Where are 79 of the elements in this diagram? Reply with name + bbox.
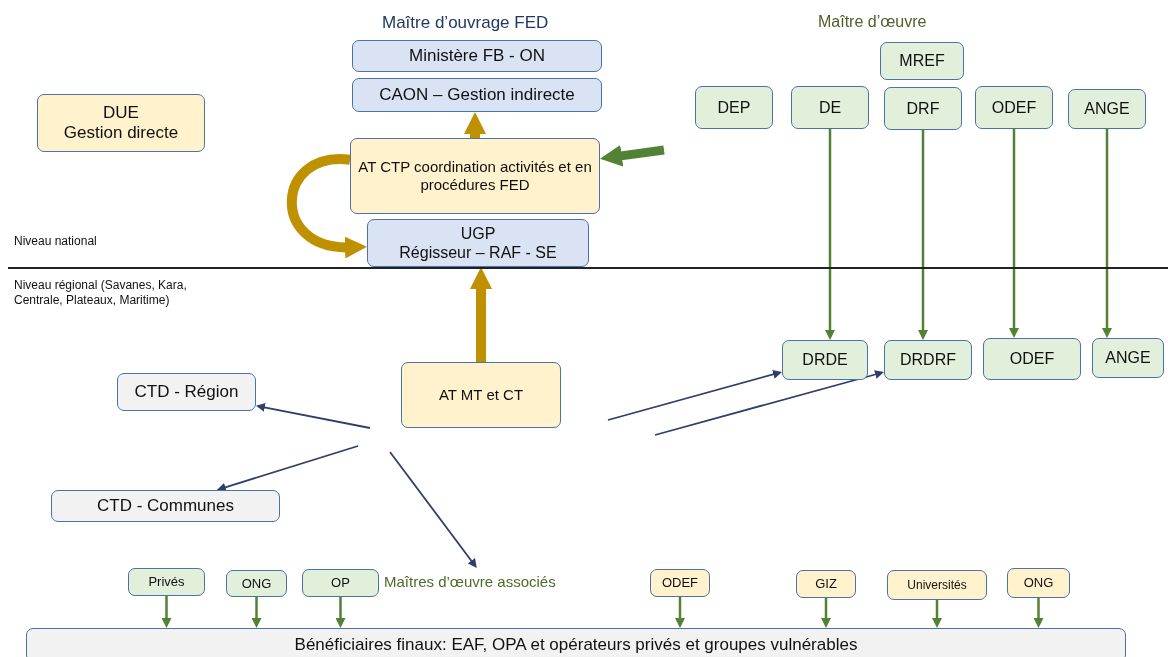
arrow — [1009, 129, 1019, 338]
column-heading: Maître d’ouvrage FED — [382, 12, 549, 34]
box-label: Privés — [148, 574, 185, 590]
box-label: UGP — [460, 223, 496, 243]
org-box — [1007, 568, 1070, 598]
column-heading: Maître d’œuvre — [818, 12, 927, 32]
box-label: MREF — [899, 51, 945, 71]
box-label: DUE — [103, 102, 139, 123]
box-label: ANGE — [1105, 348, 1151, 368]
arrow — [932, 600, 942, 628]
org-box — [887, 570, 987, 600]
block-arrow — [464, 112, 486, 138]
box-label: Régisseur – RAF - SE — [399, 243, 557, 263]
org-box — [796, 570, 856, 598]
box-label: CAON – Gestion indirecte — [379, 84, 575, 106]
org-box — [128, 568, 205, 596]
org-box — [26, 628, 1126, 657]
org-box — [983, 338, 1081, 380]
org-box — [401, 362, 561, 428]
box-label: GIZ — [815, 576, 837, 592]
box-label: Gestion directe — [63, 123, 179, 144]
block-arrow — [470, 267, 492, 362]
org-box — [975, 86, 1053, 129]
org-box — [352, 40, 602, 72]
arrow — [161, 596, 172, 628]
arrow — [1102, 129, 1112, 338]
box-label: ODEF — [661, 575, 699, 591]
box-label: CTD - Région — [134, 381, 239, 403]
box-label: Universités — [907, 577, 967, 593]
org-box — [1068, 89, 1146, 129]
org-box — [880, 42, 964, 80]
org-box — [367, 219, 589, 267]
box-label: AT CTP coordination activités et en procédures FED — [357, 158, 593, 194]
arrow — [675, 597, 685, 628]
box-label: Ministère FB - ON — [409, 45, 545, 67]
arrow — [216, 445, 359, 492]
org-box — [117, 373, 256, 411]
org-box — [695, 86, 773, 129]
block-arrow — [286, 154, 367, 258]
level-label: Niveau régional (Savanes, Kara, Centrale, Plateaux, Maritime) — [14, 278, 188, 308]
arrow — [251, 597, 262, 628]
arrow — [918, 130, 928, 340]
box-label: DRDRF — [900, 350, 956, 370]
box-label: DE — [818, 97, 842, 118]
level-label: Niveau national — [14, 234, 97, 249]
box-label: ODEF — [991, 97, 1037, 118]
block-arrow — [600, 144, 665, 167]
box-label: AT MT et CT — [438, 386, 524, 404]
box-label: DRF — [906, 98, 940, 119]
org-box — [791, 86, 869, 129]
arrow — [335, 597, 346, 628]
org-box — [226, 570, 287, 597]
arrow — [821, 598, 831, 628]
box-label: DEP — [717, 97, 751, 118]
box-label: ONG — [241, 575, 272, 592]
arrow — [1033, 598, 1044, 628]
arrow — [389, 451, 477, 568]
arrow — [654, 370, 884, 436]
org-box — [51, 490, 280, 522]
box-label: ONG — [1023, 575, 1054, 591]
arrow — [256, 402, 371, 429]
org-box — [782, 340, 868, 380]
group-label: Maîtres d’œuvre associés — [384, 568, 589, 594]
box-label: Bénéficiaires finaux: EAF, OPA et opérateurs privés et groupes vulnérables — [294, 634, 858, 656]
arrow — [607, 369, 782, 421]
box-label: ODEF — [1009, 349, 1055, 369]
org-box — [350, 138, 600, 214]
box-label: CTD - Communes — [97, 495, 234, 517]
arrow — [825, 129, 835, 340]
box-label: ANGE — [1084, 99, 1130, 119]
org-box — [884, 87, 962, 130]
org-box — [884, 340, 972, 380]
org-box — [1092, 338, 1164, 378]
box-label: DRDE — [802, 350, 848, 370]
org-box — [302, 569, 379, 597]
box-label: OP — [331, 575, 350, 591]
org-box — [650, 569, 710, 597]
org-box — [37, 94, 205, 152]
org-box — [352, 78, 602, 112]
